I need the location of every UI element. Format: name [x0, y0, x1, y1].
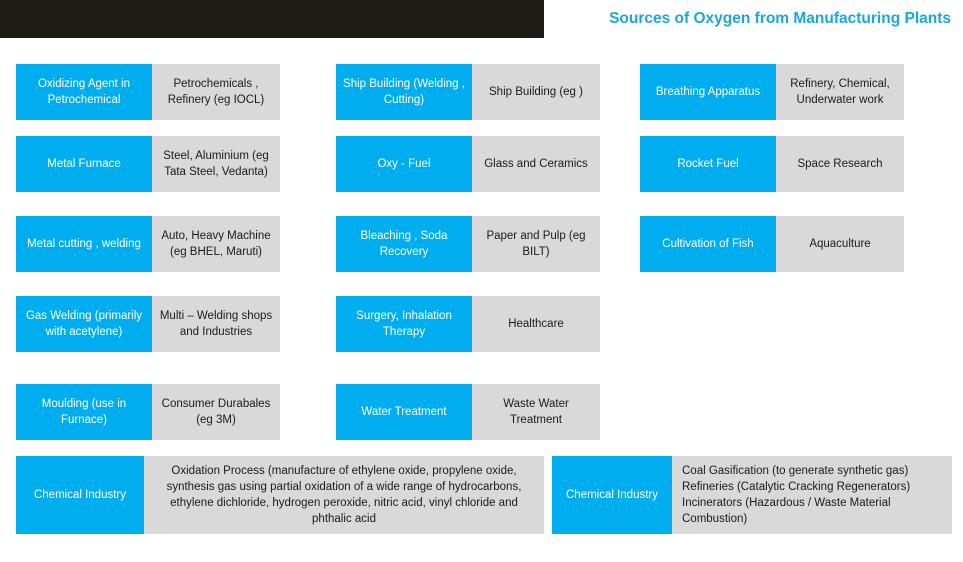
card-label-cultivation-fish: Cultivation of Fish: [640, 216, 776, 272]
page-title: Sources of Oxygen from Manufacturing Pla…: [609, 10, 951, 27]
card-value-petrochemicals: Petrochemicals , Refinery (eg IOCL): [152, 64, 280, 120]
card-label-oxy-fuel: Oxy - Fuel: [336, 136, 472, 192]
card-label-water-treatment: Water Treatment: [336, 384, 472, 440]
card-value-ship-building: Ship Building (eg ): [472, 64, 600, 120]
card-label-metal-cutting: Metal cutting , welding: [16, 216, 152, 272]
card-value-auto-heavy-machine: Auto, Heavy Machine (eg BHEL, Maruti): [152, 216, 280, 272]
card-value-refinery-chemical: Refinery, Chemical, Underwater work: [776, 64, 904, 120]
card-value-waste-water: Waste Water Treatment: [472, 384, 600, 440]
card-value-glass-ceramics: Glass and Ceramics: [472, 136, 600, 192]
card-label-chemical-industry-left: Chemical Industry: [16, 456, 144, 534]
card-value-healthcare: Healthcare: [472, 296, 600, 352]
card-value-consumer-durables: Consumer Durabales (eg 3M): [152, 384, 280, 440]
card-label-bleaching: Bleaching , Soda Recovery: [336, 216, 472, 272]
card-value-aquaculture: Aquaculture: [776, 216, 904, 272]
card-label-rocket-fuel: Rocket Fuel: [640, 136, 776, 192]
card-value-space-research: Space Research: [776, 136, 904, 192]
top-dark-bar: [0, 0, 544, 38]
card-label-breathing-apparatus: Breathing Apparatus: [640, 64, 776, 120]
card-label-moulding: Moulding (use in Furnace): [16, 384, 152, 440]
card-value-paper-pulp: Paper and Pulp (eg BILT): [472, 216, 600, 272]
card-label-oxidizing-agent: Oxidizing Agent in Petrochemical: [16, 64, 152, 120]
card-label-surgery: Surgery, Inhalation Therapy: [336, 296, 472, 352]
card-label-metal-furnace: Metal Furnace: [16, 136, 152, 192]
card-label-chemical-industry-right: Chemical Industry: [552, 456, 672, 534]
card-label-gas-welding: Gas Welding (primarily with acetylene): [16, 296, 152, 352]
card-label-ship-building: Ship Building (Welding , Cutting): [336, 64, 472, 120]
card-value-oxidation-process: Oxidation Process (manufacture of ethyle…: [144, 456, 544, 534]
card-value-steel-aluminium: Steel, Aluminium (eg Tata Steel, Vedanta…: [152, 136, 280, 192]
card-value-coal-gasification: Coal Gasification (to generate synthetic…: [672, 456, 952, 534]
card-value-multi-welding: Multi – Welding shops and Industries: [152, 296, 280, 352]
